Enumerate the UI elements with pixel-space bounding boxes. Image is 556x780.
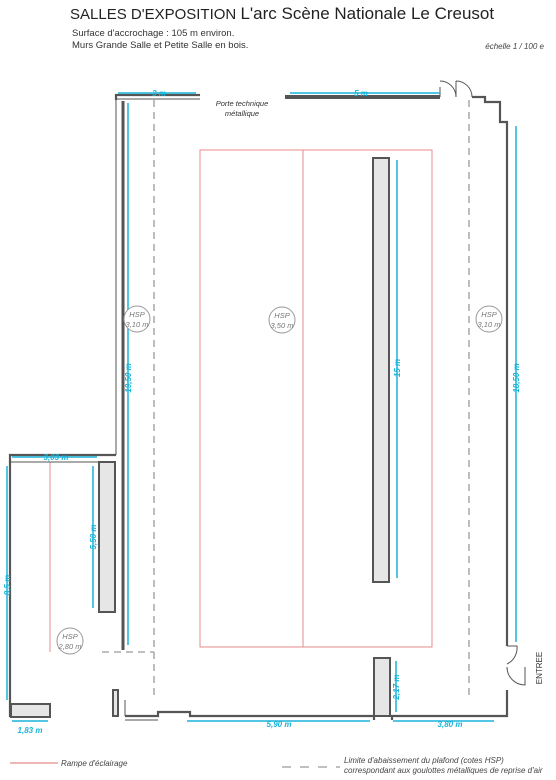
post-small-door	[112, 689, 119, 717]
hsp-circle-left	[123, 305, 151, 333]
entree-label: ENTREE	[535, 652, 544, 684]
surface-note: Surface d'accrochage : 105 m environ.	[72, 28, 235, 39]
door-top-arc-1	[439, 80, 457, 98]
dim-bottom-middle: 5,90 m	[267, 720, 292, 729]
lighting-rails	[49, 149, 433, 652]
partition-right-block	[373, 657, 391, 717]
wall-top-left	[114, 93, 200, 100]
porte-technique-label: Porte technique métallique	[216, 99, 269, 118]
walls-note: Murs Grande Salle et Petite Salle en boi…	[72, 40, 249, 51]
legend-limite-line2: correspondant aux goulottes métalliques …	[344, 766, 543, 775]
hsp-marker-right: HSP 3,10 m	[475, 305, 503, 333]
door-entree	[506, 645, 526, 686]
wall-right	[472, 95, 509, 646]
ceiling-limit-lines	[102, 100, 470, 700]
hsp-center-value: 3,50 m	[271, 321, 294, 330]
hsp-small-label: HSP	[62, 632, 77, 641]
hsp-right-value: 3,10 m	[478, 320, 501, 329]
hsp-circle-right	[475, 305, 503, 333]
hsp-small-value: 2,80 m	[58, 642, 82, 651]
porte-line2: métallique	[225, 109, 259, 118]
hsp-circle-small	[56, 627, 84, 655]
walls	[8, 80, 526, 721]
door-top-arc-2	[455, 80, 473, 98]
title-prefix: SALLES D'EXPOSITION	[70, 6, 237, 23]
title-main: L'arc Scène Nationale Le Creusot	[240, 4, 495, 23]
page-title: SALLES D'EXPOSITION L'arc Scène National…	[70, 4, 494, 24]
hsp-markers: HSP 3,10 m HSP 3,50 m HSP 3,10 m HSP 2,8…	[56, 305, 503, 655]
hsp-center-label: HSP	[274, 311, 289, 320]
dim-right-height: 18,50 m	[512, 363, 521, 392]
hsp-marker-small: HSP 2,80 m	[56, 627, 84, 655]
hsp-marker-center: HSP 3,50 m	[268, 306, 296, 334]
scale-note: échelle 1 / 100 e	[485, 42, 544, 51]
legend-limite-line1: Limite d'abaissement du plafond (cotes H…	[344, 756, 504, 765]
porte-line1: Porte technique	[216, 99, 269, 108]
dim-partition: 15 m	[393, 359, 402, 377]
dim-small-top: 3,03 m	[44, 453, 69, 462]
dim-small-bottom: 1,83 m	[18, 726, 43, 735]
hsp-circle-center	[268, 306, 296, 334]
partitions	[10, 157, 391, 718]
wall-bottom-right	[390, 714, 496, 720]
dim-left-height: 19,50 m	[124, 363, 133, 392]
rampe-main-rect	[199, 149, 433, 648]
dim-right-block: 2,17 m	[392, 675, 401, 701]
dim-top-right: 5 m	[354, 89, 368, 98]
hsp-left-value: 3,10 m	[126, 320, 149, 329]
hsp-marker-left: HSP 3,10 m	[123, 305, 151, 333]
wall-bottom-middle	[125, 710, 376, 720]
partition-small	[98, 461, 116, 613]
dimension-labels: 3 m 5 m 19,50 m 18,50 m 15 m 3,03 m 5,50…	[3, 89, 521, 735]
legend-rampe: Rampe d'éclairage	[61, 759, 128, 768]
dim-small-left: 8,5 m	[3, 575, 12, 595]
dim-bottom-right: 3,80 m	[438, 720, 463, 729]
partition-small-bottom	[10, 703, 51, 718]
wall-right-bottom	[496, 690, 509, 718]
dimension-lines	[6, 92, 517, 722]
partition-main	[372, 157, 390, 583]
hsp-right-label: HSP	[481, 310, 496, 319]
dim-top-left: 3 m	[152, 89, 166, 98]
dim-small-partition: 5,50 m	[89, 525, 98, 550]
hsp-left-label: HSP	[129, 310, 144, 319]
